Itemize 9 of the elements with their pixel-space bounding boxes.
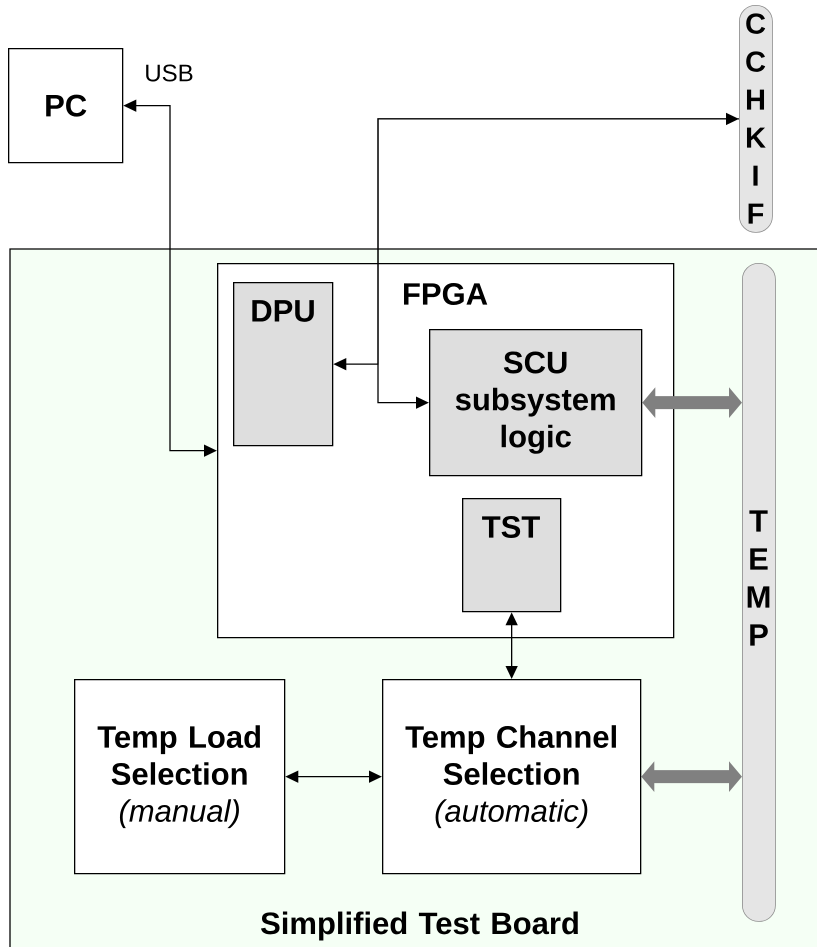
selection-box: Temp Channel Selection (automatic): [382, 679, 642, 874]
edge-label: USB: [143, 64, 195, 82]
bus-bar: CCHKIF: [739, 5, 773, 233]
selection-box: Temp Load Selection (manual): [74, 679, 286, 874]
bus-bar: TEMP: [742, 263, 776, 922]
block-box: TST: [462, 498, 562, 612]
pc-box: PC: [8, 48, 124, 164]
block-box: SCU subsystem logic: [429, 329, 642, 476]
block-box: DPU: [233, 282, 334, 446]
